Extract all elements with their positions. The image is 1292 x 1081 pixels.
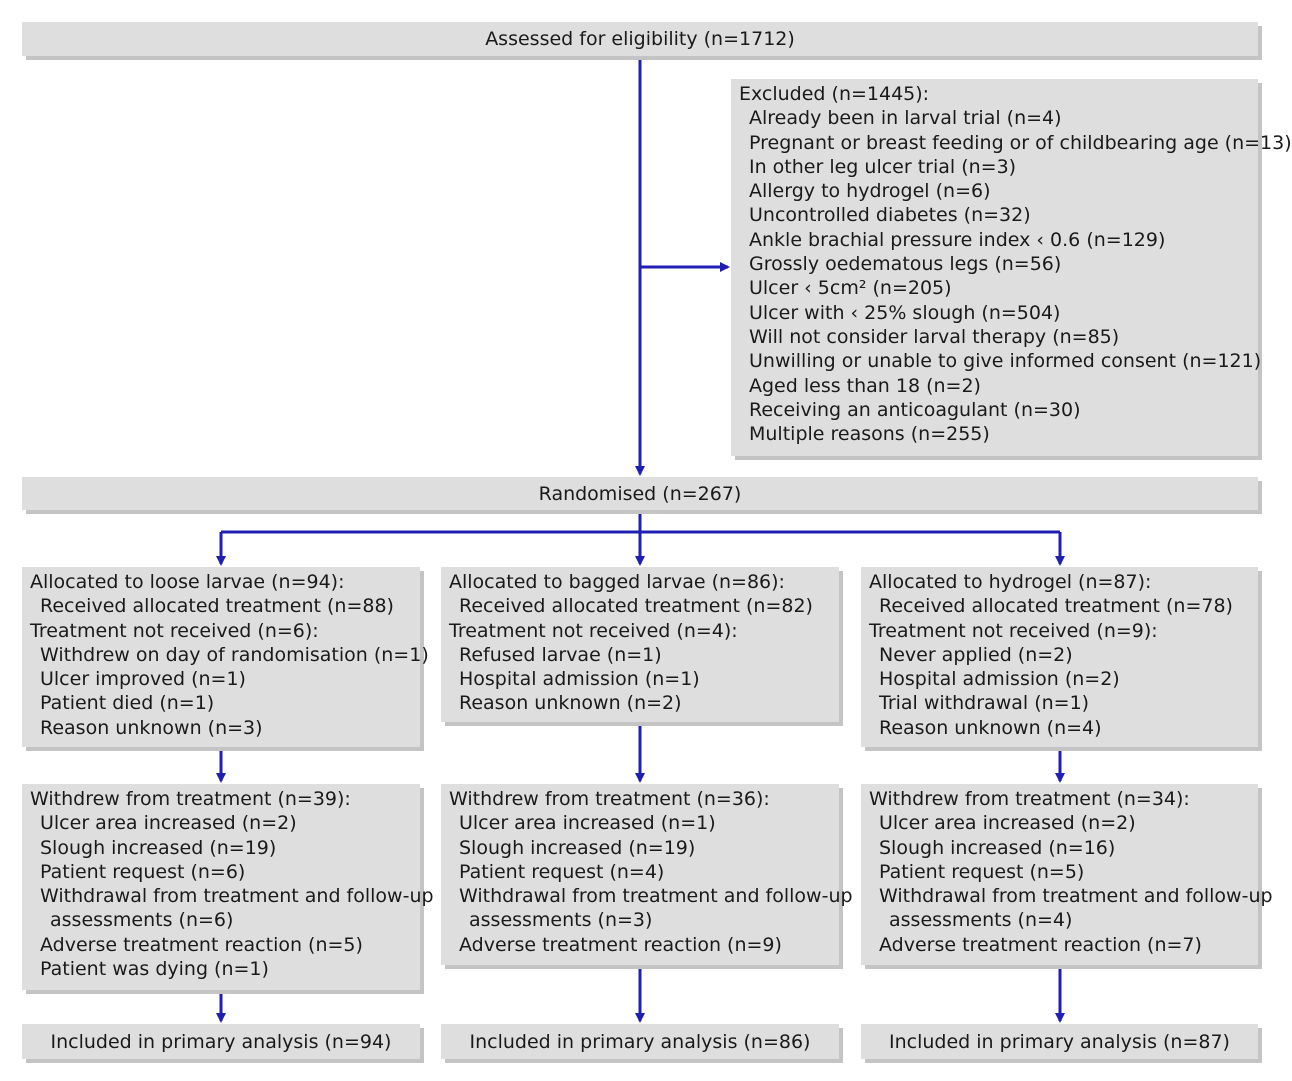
withdrew-title: Withdrew from treatment (n=39): bbox=[30, 788, 351, 810]
allocation-title: Allocated to loose larvae (n=94): bbox=[30, 571, 345, 593]
not-received-reason: Withdrew on day of randomisation (n=1) bbox=[40, 643, 429, 666]
withdrew-reason: Adverse treatment reaction (n=9) bbox=[459, 933, 782, 956]
analysis-label: Included in primary analysis (n=87) bbox=[889, 1030, 1230, 1053]
not-received-reason: Trial withdrawal (n=1) bbox=[879, 692, 1090, 715]
withdrew-reason: Ulcer area increased (n=1) bbox=[459, 812, 716, 835]
received-treatment: Received allocated treatment (n=78) bbox=[879, 595, 1233, 618]
not-received-reason: Reason unknown (n=4) bbox=[879, 716, 1102, 739]
withdrew-reason: Slough increased (n=19) bbox=[459, 836, 696, 859]
withdrew-reason: Patient was dying (n=1) bbox=[40, 958, 269, 981]
not-received-reason: Ulcer improved (n=1) bbox=[40, 668, 246, 691]
withdrew-reason: Patient request (n=6) bbox=[40, 860, 246, 883]
received-treatment: Received allocated treatment (n=82) bbox=[459, 595, 813, 618]
excluded-reason: Already been in larval trial (n=4) bbox=[749, 107, 1062, 130]
arm1-analysis-box: Included in primary analysis (n=94) bbox=[22, 1024, 420, 1059]
withdrew-reason: Withdrawal from treatment and follow-up bbox=[459, 885, 853, 908]
withdrew-reason: Slough increased (n=19) bbox=[40, 836, 277, 859]
received-treatment: Received allocated treatment (n=88) bbox=[40, 595, 394, 618]
withdrew-reason-continued: assessments (n=6) bbox=[50, 909, 234, 932]
not-received-title: Treatment not received (n=6): bbox=[30, 619, 319, 642]
arm2-allocation-box: Allocated to bagged larvae (n=86): Recei… bbox=[441, 567, 839, 722]
not-received-title: Treatment not received (n=9): bbox=[869, 619, 1158, 642]
arm3-allocation-box: Allocated to hydrogel (n=87): Received a… bbox=[861, 567, 1258, 747]
withdrew-reason-continued: assessments (n=4) bbox=[889, 909, 1073, 932]
not-received-reason: Never applied (n=2) bbox=[879, 643, 1073, 666]
excluded-reason: Unwilling or unable to give informed con… bbox=[749, 350, 1262, 373]
assessed-label: Assessed for eligibility (n=1712) bbox=[485, 28, 795, 50]
withdrew-title: Withdrew from treatment (n=34): bbox=[869, 788, 1190, 810]
not-received-reason: Hospital admission (n=2) bbox=[879, 668, 1120, 691]
not-received-reason: Patient died (n=1) bbox=[40, 692, 215, 715]
arm2-withdrew-box: Withdrew from treatment (n=36): Ulcer ar… bbox=[441, 784, 853, 965]
excluded-reason: Aged less than 18 (n=2) bbox=[749, 374, 981, 397]
randomised-box: Randomised (n=267) bbox=[22, 477, 1258, 510]
excluded-reason: Grossly oedematous legs (n=56) bbox=[749, 253, 1062, 276]
excluded-box: Excluded (n=1445): Already been in larva… bbox=[731, 79, 1292, 456]
randomised-label: Randomised (n=267) bbox=[538, 482, 742, 505]
not-received-title: Treatment not received (n=4): bbox=[449, 619, 738, 642]
withdrew-title: Withdrew from treatment (n=36): bbox=[449, 788, 770, 810]
arm2-analysis-box: Included in primary analysis (n=86) bbox=[441, 1024, 839, 1059]
withdrew-reason: Adverse treatment reaction (n=7) bbox=[879, 933, 1202, 956]
not-received-reason: Hospital admission (n=1) bbox=[459, 668, 700, 691]
excluded-reason: Ulcer with ‹ 25% slough (n=504) bbox=[749, 301, 1061, 324]
not-received-reason: Reason unknown (n=2) bbox=[459, 692, 682, 715]
withdrew-reason: Patient request (n=5) bbox=[879, 860, 1085, 883]
withdrew-reason: Patient request (n=4) bbox=[459, 860, 665, 883]
withdrew-reason-continued: assessments (n=3) bbox=[469, 909, 653, 932]
excluded-reason: Ulcer ‹ 5cm² (n=205) bbox=[749, 277, 952, 300]
assessed-box: Assessed for eligibility (n=1712) bbox=[22, 22, 1258, 56]
excluded-title: Excluded (n=1445): bbox=[739, 83, 930, 105]
arm1-allocation-box: Allocated to loose larvae (n=94): Receiv… bbox=[22, 567, 429, 747]
withdrew-reason: Withdrawal from treatment and follow-up bbox=[879, 885, 1273, 908]
excluded-reason: Pregnant or breast feeding or of childbe… bbox=[749, 131, 1292, 154]
not-received-reason: Reason unknown (n=3) bbox=[40, 716, 263, 739]
excluded-reason: Ankle brachial pressure index ‹ 0.6 (n=1… bbox=[749, 228, 1166, 251]
allocation-title: Allocated to bagged larvae (n=86): bbox=[449, 571, 785, 593]
withdrew-reason: Withdrawal from treatment and follow-up bbox=[40, 885, 434, 908]
excluded-reason: Multiple reasons (n=255) bbox=[749, 423, 990, 446]
arm3-withdrew-box: Withdrew from treatment (n=34): Ulcer ar… bbox=[861, 784, 1273, 965]
arm1-withdrew-box: Withdrew from treatment (n=39): Ulcer ar… bbox=[22, 784, 434, 990]
arm3-analysis-box: Included in primary analysis (n=87) bbox=[861, 1024, 1258, 1059]
excluded-reason: In other leg ulcer trial (n=3) bbox=[749, 155, 1017, 178]
withdrew-reason: Adverse treatment reaction (n=5) bbox=[40, 933, 363, 956]
excluded-reason: Receiving an anticoagulant (n=30) bbox=[749, 398, 1081, 421]
analysis-label: Included in primary analysis (n=86) bbox=[469, 1030, 811, 1053]
withdrew-reason: Ulcer area increased (n=2) bbox=[879, 812, 1136, 835]
excluded-reason: Allergy to hydrogel (n=6) bbox=[749, 180, 991, 203]
withdrew-reason: Ulcer area increased (n=2) bbox=[40, 812, 297, 835]
allocation-title: Allocated to hydrogel (n=87): bbox=[869, 571, 1152, 593]
excluded-reason: Will not consider larval therapy (n=85) bbox=[749, 325, 1120, 348]
withdrew-reason: Slough increased (n=16) bbox=[879, 836, 1116, 859]
excluded-reason: Uncontrolled diabetes (n=32) bbox=[749, 204, 1031, 227]
not-received-reason: Refused larvae (n=1) bbox=[459, 643, 662, 666]
analysis-label: Included in primary analysis (n=94) bbox=[50, 1030, 392, 1053]
